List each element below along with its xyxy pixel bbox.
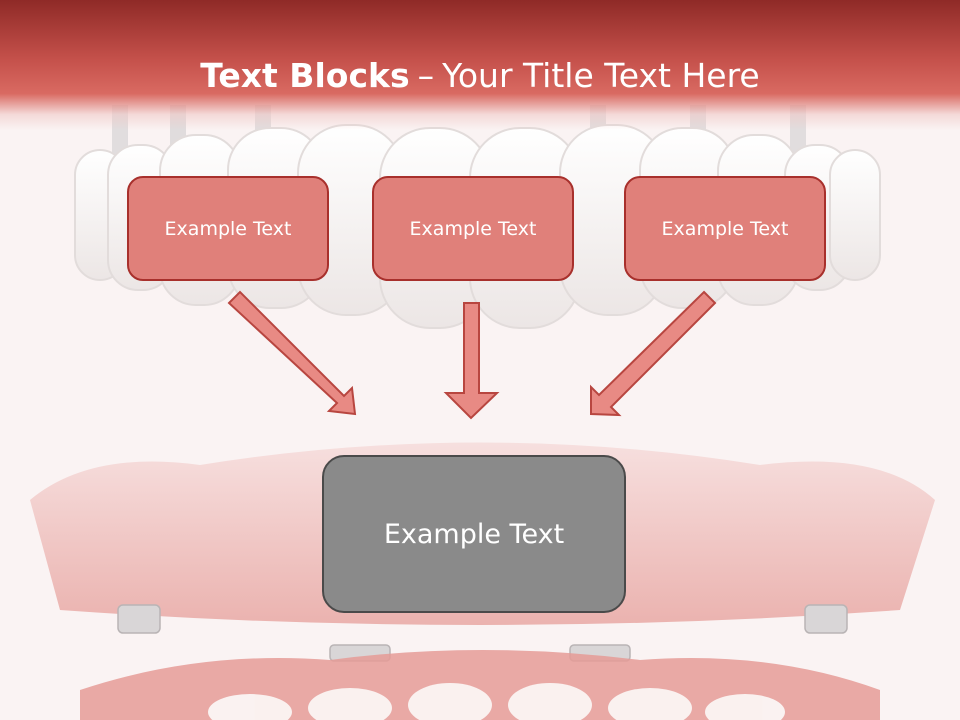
center-text-block[interactable]: Example Text <box>322 455 626 613</box>
text-block-1[interactable]: Example Text <box>127 176 329 281</box>
arrow-right <box>590 290 717 417</box>
arrow-center <box>443 302 500 420</box>
text-block-2[interactable]: Example Text <box>372 176 574 281</box>
lower-teeth-tops <box>208 683 785 720</box>
center-text-block-label: Example Text <box>383 518 565 550</box>
text-block-3-label: Example Text <box>661 217 789 240</box>
text-block-3[interactable]: Example Text <box>624 176 826 281</box>
title-bar <box>0 0 960 130</box>
title-separator: – <box>417 56 435 95</box>
arrow-left <box>227 290 357 416</box>
title-regular: Your Title Text Here <box>442 56 760 95</box>
text-block-2-label: Example Text <box>409 217 537 240</box>
text-block-1-label: Example Text <box>164 217 292 240</box>
title-bold: Text Blocks <box>200 56 410 95</box>
slide-title: Text Blocks–Your Title Text Here <box>0 52 960 100</box>
